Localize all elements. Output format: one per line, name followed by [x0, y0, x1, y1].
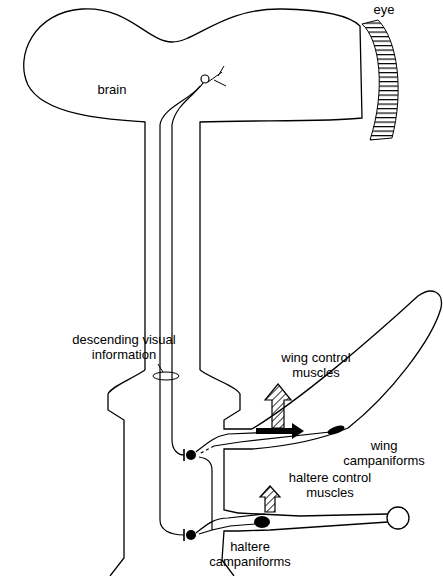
brain-outline — [24, 9, 362, 370]
thoracic-ganglion-outline — [108, 370, 145, 576]
leader-line — [158, 364, 163, 372]
part-label: descending visual information — [69, 332, 179, 362]
haltere-outline — [238, 513, 388, 531]
descending-fibre — [172, 83, 203, 455]
wing-sensory-dashed — [199, 446, 214, 454]
haltere-control-muscle-arrow — [260, 486, 280, 512]
haltere-sensory-axon — [199, 457, 255, 534]
brain-neuron-soma — [201, 75, 209, 83]
haltere-motor-neuron — [186, 530, 196, 540]
wing-force-arrow — [256, 423, 304, 439]
wing-motor-neuron — [186, 450, 196, 460]
synapse-bar — [183, 449, 185, 541]
part-label: eye — [374, 2, 395, 17]
haltere-knob — [387, 507, 409, 529]
compound-eye — [362, 20, 398, 140]
part-label: wing campaniforms — [340, 438, 428, 468]
haltere-campaniform — [254, 516, 270, 528]
dendrites — [208, 66, 226, 86]
part-label: haltere campaniforms — [206, 539, 294, 569]
wing-sensory-axon — [214, 432, 330, 446]
wing-campaniform — [326, 424, 345, 437]
descending-fibre — [160, 86, 200, 535]
wing-outline — [252, 291, 441, 449]
part-label: brain — [98, 82, 127, 97]
fibre-bundle-marker — [153, 372, 179, 380]
wing-control-muscle-arrow — [265, 384, 291, 428]
part-label: wing control muscles — [274, 350, 358, 380]
part-label: haltere control muscles — [281, 470, 379, 500]
